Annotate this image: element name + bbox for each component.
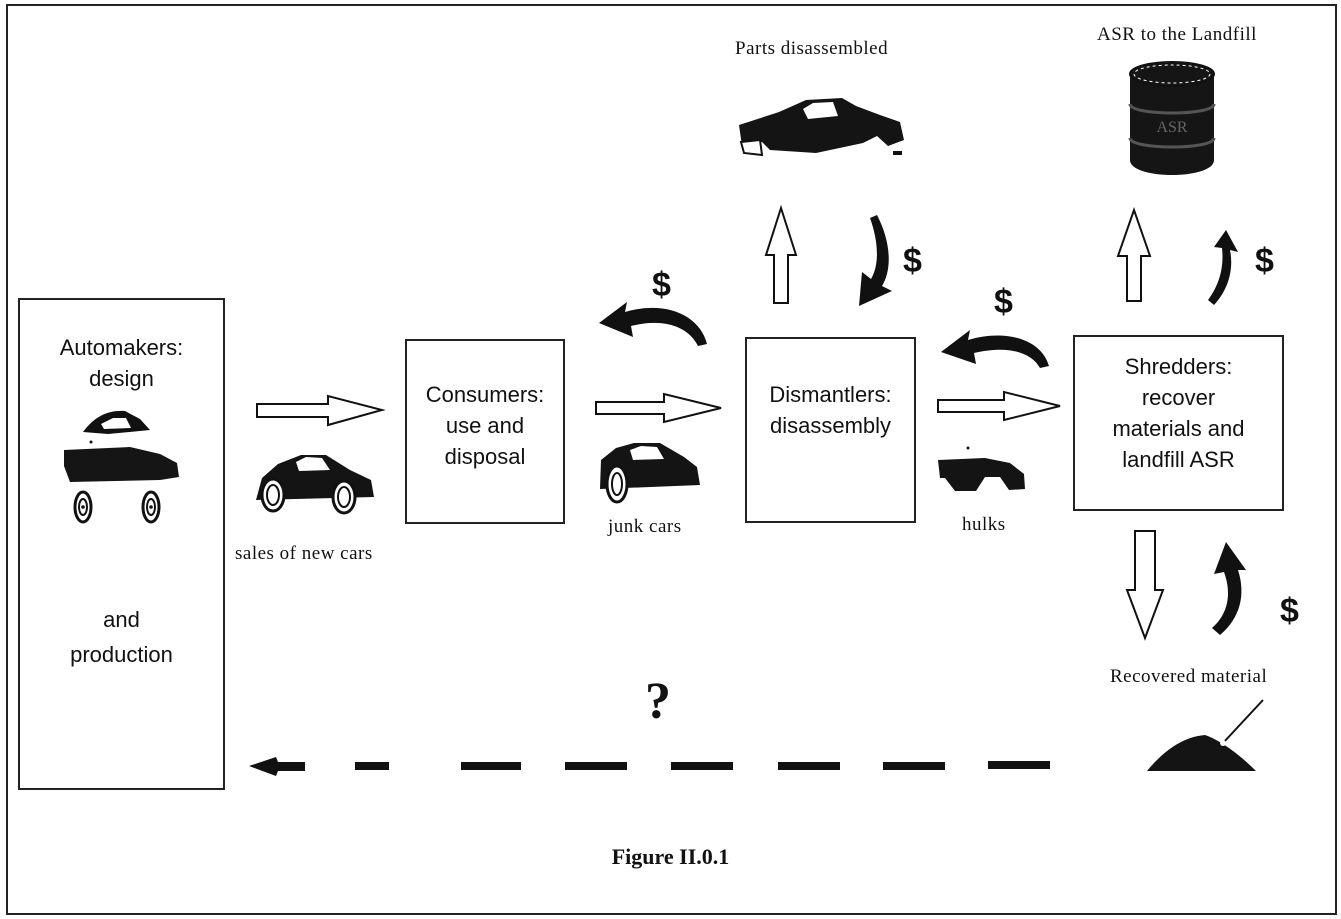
money-arrow-shredders-to-dismantlers bbox=[941, 330, 1049, 368]
dismantlers-title: Dismantlers: bbox=[769, 382, 892, 407]
money-arrow-dismantlers-to-consumers bbox=[599, 302, 707, 346]
dashed-return-arrow bbox=[249, 757, 1050, 776]
hulks-caption: hulks bbox=[962, 514, 1006, 535]
arrow-up-asr bbox=[1116, 206, 1152, 302]
automakers-production: production bbox=[70, 642, 173, 667]
shredders-landfill: landfill ASR bbox=[1122, 447, 1235, 472]
consumers-box: Consumers: use and disposal bbox=[405, 339, 565, 524]
automakers-car-icon bbox=[64, 410, 179, 524]
automakers-and: and bbox=[103, 607, 140, 632]
automakers-design: design bbox=[89, 366, 154, 391]
arrow-dismantlers-to-shredders bbox=[937, 390, 1061, 422]
arrow-consumers-to-dismantlers bbox=[595, 392, 722, 424]
asr-caption: ASR to the Landfill bbox=[1097, 24, 1257, 45]
sales-caption: sales of new cars bbox=[235, 543, 373, 564]
sales-car-icon bbox=[256, 455, 374, 515]
hulk-icon bbox=[938, 446, 1025, 491]
consumers-disposal: disposal bbox=[444, 444, 526, 469]
parts-caption: Parts disassembled bbox=[735, 38, 889, 59]
drum-label: ASR bbox=[1156, 119, 1187, 136]
automakers-box: Automakers: design and production bbox=[18, 298, 225, 790]
shredders-materials: materials and bbox=[1112, 416, 1245, 441]
money-arrow-parts-to-dismantlers bbox=[859, 215, 892, 306]
shredders-title: Shredders: bbox=[1124, 354, 1233, 379]
money-arrow-recovered-to-shredders bbox=[1212, 542, 1246, 635]
question-mark: ? bbox=[645, 673, 671, 730]
money-arrow-asr-to-shredders bbox=[1208, 230, 1238, 305]
arrow-up-parts bbox=[764, 204, 798, 304]
figure-frame bbox=[6, 4, 1337, 915]
parts-car-icon bbox=[739, 98, 904, 157]
recovered-caption: Recovered material bbox=[1110, 666, 1268, 687]
dollar-asr: $ bbox=[1255, 242, 1274, 280]
dollar-parts: $ bbox=[903, 242, 922, 280]
dismantlers-disassembly: disassembly bbox=[769, 413, 892, 438]
dismantlers-box: Dismantlers: disassembly bbox=[745, 337, 916, 523]
automakers-title: Automakers: bbox=[59, 335, 184, 360]
consumers-use: use and bbox=[445, 413, 525, 438]
shredders-box: Shredders: recover materials and landfil… bbox=[1073, 335, 1284, 511]
arrow-down-recovered bbox=[1125, 530, 1165, 641]
consumers-title: Consumers: bbox=[425, 382, 545, 407]
junk-cars-caption: junk cars bbox=[608, 516, 682, 537]
dollar-consumer: $ bbox=[652, 266, 671, 304]
arrow-automakers-to-consumers bbox=[256, 394, 386, 427]
dollar-recovered: $ bbox=[1280, 592, 1299, 630]
shredders-recover: recover bbox=[1141, 385, 1216, 410]
material-pile-icon bbox=[1147, 699, 1264, 771]
figure-caption: Figure II.0.1 bbox=[611, 844, 730, 869]
asr-drum-icon: ASR bbox=[1128, 61, 1216, 175]
junk-car-icon bbox=[600, 443, 700, 504]
dollar-hulks: $ bbox=[994, 283, 1013, 321]
